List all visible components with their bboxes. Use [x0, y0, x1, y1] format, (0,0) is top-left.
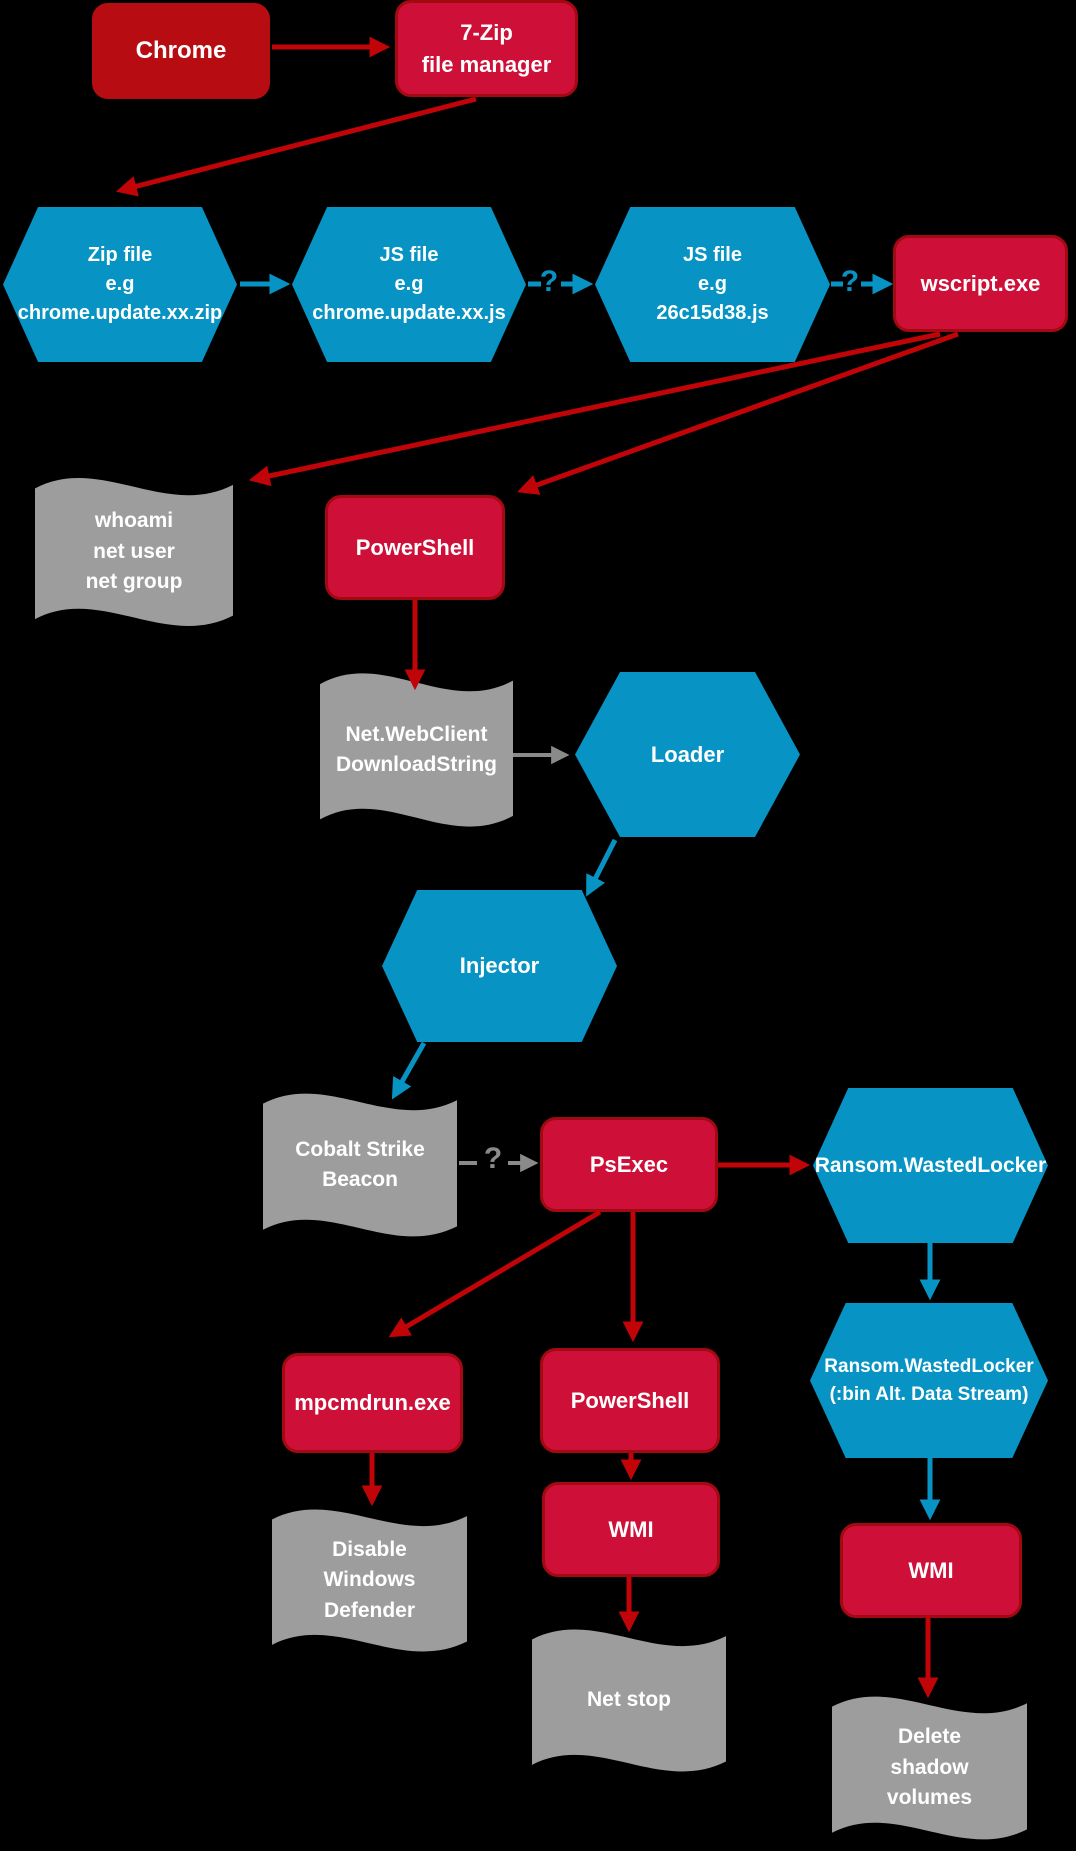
arrow-7zip-to-zipfile	[115, 96, 477, 197]
hexagon-loader: Loader	[575, 672, 800, 837]
node-label-line: e.g	[698, 273, 727, 295]
node-label-line: Ransom.WastedLocker	[824, 1355, 1034, 1377]
node-label: Ransom.WastedLocker	[814, 1153, 1047, 1177]
node-powershell-lateral: PowerShell	[540, 1348, 720, 1453]
node-label-line: e.g	[394, 273, 424, 295]
hexagon-ransom-wastedlocker-ads: Ransom.WastedLocker (:bin Alt. Data Stre…	[810, 1303, 1048, 1458]
flag-label-line: Windows	[323, 1568, 416, 1592]
node-label: WMI	[908, 1557, 954, 1583]
node-label: Chrome	[135, 37, 227, 64]
hexagon-ransom-wastedlocker: Ransom.WastedLocker	[813, 1088, 1048, 1243]
node-label: Loader	[650, 741, 725, 767]
node-label: PsExec	[589, 1151, 669, 1177]
wave-flag-shape	[532, 1629, 726, 1772]
flag-disable-windows-defender: Disable Windows Defender	[272, 1498, 467, 1663]
flag-label-line: Beacon	[322, 1168, 398, 1191]
question-mark-label: ?	[840, 265, 860, 298]
node-wmi-right: WMI	[840, 1523, 1022, 1618]
flag-cobalt-strike-beacon: Cobalt Strike Beacon	[263, 1082, 457, 1248]
wave-flag-shape	[263, 1093, 457, 1237]
node-mpcmdrun-exe: mpcmdrun.exe	[282, 1353, 463, 1453]
wave-flag-shape	[272, 1509, 467, 1652]
node-label: wscript.exe	[920, 270, 1041, 296]
flag-label-line: Net stop	[587, 1688, 671, 1712]
node-label-line: file manager	[421, 51, 552, 77]
node-label: mpcmdrun.exe	[294, 1390, 451, 1415]
node-label: PowerShell	[570, 1387, 690, 1413]
hexagon-zip-file: Zip file e.g chrome.update.xx.zip	[3, 207, 237, 362]
node-label-line: Zip file	[87, 244, 153, 266]
arrow-loader-to-injector	[586, 838, 618, 897]
question-mark-label: ?	[539, 265, 559, 298]
node-powershell-initial: PowerShell	[325, 495, 505, 600]
node-label-line: (:bin Alt. Data Stream)	[829, 1383, 1029, 1405]
flag-label-line: volumes	[886, 1786, 973, 1810]
node-label-line: chrome.update.xx.zip	[17, 302, 223, 324]
flag-net-stop: Net stop	[532, 1618, 726, 1783]
node-7zip-file-manager: 7-Zip file manager	[395, 0, 578, 97]
flag-label-line: Delete	[897, 1725, 962, 1749]
wave-flag-shape	[35, 478, 233, 626]
node-label-line: JS file	[379, 244, 439, 266]
node-label-line: 7-Zip	[460, 19, 513, 45]
flag-label-line: whoami	[94, 509, 174, 533]
node-wmi-middle: WMI	[542, 1482, 720, 1577]
flag-delete-shadow-volumes: Delete shadow volumes	[832, 1685, 1027, 1851]
flag-label-line: net user	[93, 539, 175, 563]
hexagon-js-file-update: JS file e.g chrome.update.xx.js	[292, 207, 526, 362]
node-label-line: JS file	[683, 244, 742, 266]
flag-label-line: Net.WebClient	[345, 722, 488, 746]
flag-label-line: DownloadString	[336, 753, 497, 776]
node-label: Injector	[459, 953, 540, 978]
node-label: WMI	[608, 1516, 654, 1542]
hexagon-js-file-renamed: JS file e.g 26c15d38.js	[595, 207, 830, 362]
node-psexec: PsExec	[540, 1117, 718, 1212]
node-label-line: chrome.update.xx.js	[312, 302, 506, 324]
flag-label-line: shadow	[890, 1755, 969, 1779]
node-label-line: e.g	[105, 273, 135, 295]
hexagon-injector: Injector	[382, 890, 617, 1042]
question-mark-label: ?	[483, 1142, 503, 1175]
flag-label-line: net group	[85, 570, 183, 594]
flag-label-line: Cobalt Strike	[295, 1137, 425, 1161]
node-wscript-exe: wscript.exe	[893, 235, 1068, 332]
flag-whoami-recon: whoami net user net group	[35, 466, 233, 638]
flag-label-line: Disable	[332, 1537, 407, 1561]
node-label-line: 26c15d38.js	[656, 302, 769, 324]
node-label: PowerShell	[355, 534, 475, 560]
wave-flag-shape	[832, 1696, 1027, 1840]
node-chrome: Chrome	[92, 3, 270, 99]
flag-label-line: Defender	[323, 1598, 416, 1622]
wave-flag-shape	[320, 673, 513, 827]
flag-net-webclient-downloadstring: Net.WebClient DownloadString	[320, 661, 513, 839]
